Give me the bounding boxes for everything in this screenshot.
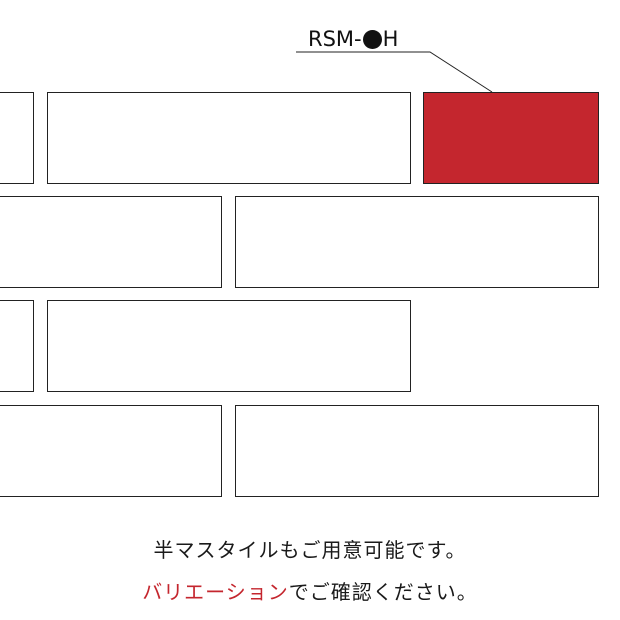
variation-link[interactable]: バリエーション <box>142 580 289 604</box>
brick-tile <box>0 405 222 497</box>
brick-tile <box>235 196 599 288</box>
caption-line-2-rest: でご確認ください。 <box>288 580 478 604</box>
product-code-prefix: RSM- <box>308 27 362 51</box>
caption-line-2: バリエーションでご確認ください。 <box>0 576 620 605</box>
brick-tile <box>0 196 222 288</box>
caption-line-1: 半マスタイルもご用意可能です。 <box>153 538 467 562</box>
brick-tile-half <box>0 92 34 184</box>
product-code-suffix: H <box>382 27 399 51</box>
product-code-label: RSM- H <box>308 26 398 52</box>
brick-tile-half <box>0 300 34 392</box>
brick-tile <box>47 300 411 392</box>
brick-tile-highlighted <box>423 92 599 184</box>
brick-tile <box>47 92 411 184</box>
brick-tile <box>235 405 599 497</box>
filled-circle-icon <box>362 29 382 49</box>
